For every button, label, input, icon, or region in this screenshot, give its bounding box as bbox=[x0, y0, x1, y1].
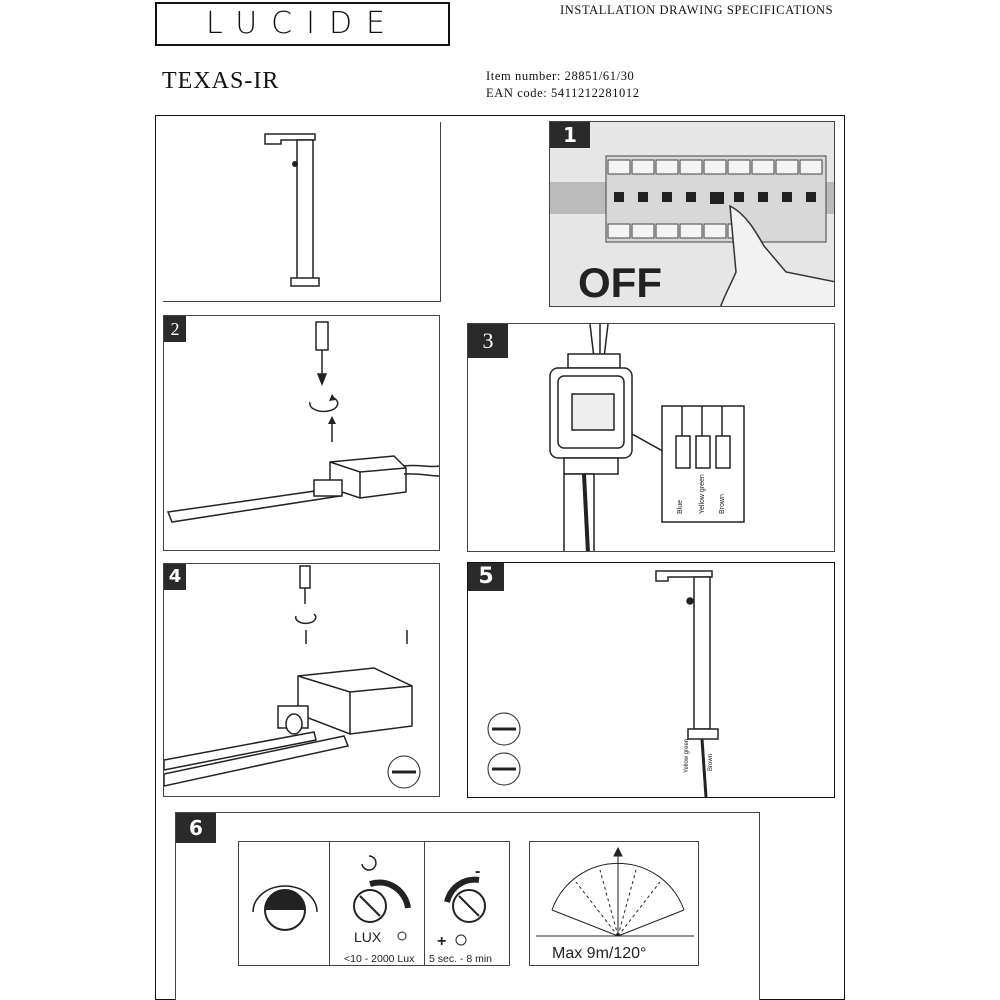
product-overview-panel bbox=[163, 122, 441, 302]
time-range: 5 sec. - 8 min bbox=[429, 953, 492, 965]
junction-box-icon bbox=[297, 667, 413, 735]
screwdriver-icon bbox=[299, 565, 311, 604]
timer-dial-icon bbox=[444, 876, 480, 903]
step-6-badge: 6 bbox=[176, 813, 216, 843]
wire-label-yellow-green: Yellow green bbox=[684, 739, 690, 773]
plus-label: + bbox=[437, 933, 446, 950]
step-4-panel: 4 bbox=[163, 563, 440, 797]
step-5-badge: 5 bbox=[468, 563, 504, 591]
spec-title: INSTALLATION DRAWING SPECIFICATIONS bbox=[560, 3, 834, 17]
rotate-arrow-icon bbox=[309, 397, 339, 413]
step-5-panel: 5 Yellow green Brown bbox=[467, 562, 835, 798]
wire-label-brown: Brown bbox=[719, 494, 726, 514]
step-3-badge: 3 bbox=[468, 324, 508, 358]
detection-cell: Max 9m/120° bbox=[529, 841, 699, 966]
step-2-badge: 2 bbox=[164, 316, 186, 342]
moon-icon bbox=[361, 855, 377, 871]
settings-group: LUX <10 - 2000 Lux - + 5 sec. - 8 min bbox=[238, 841, 510, 966]
step-3-panel: 3 Blue Yellow green Brown bbox=[467, 323, 835, 552]
lux-cell: LUX <10 - 2000 Lux bbox=[330, 842, 425, 965]
time-cell: - + 5 sec. - 8 min bbox=[425, 842, 509, 965]
ean-code: EAN code: 5411212281012 bbox=[486, 86, 640, 100]
junction-box-icon bbox=[166, 455, 439, 523]
detection-range: Max 9m/120° bbox=[552, 945, 646, 962]
lamp-post-icon bbox=[264, 133, 320, 287]
model-name: TEXAS-IR bbox=[162, 68, 280, 94]
lamp-post-icon bbox=[655, 570, 719, 797]
clock-icon bbox=[455, 934, 467, 946]
screwdriver-icon bbox=[315, 321, 329, 387]
lux-range: <10 - 2000 Lux bbox=[344, 953, 415, 965]
step-1-panel: 1 OFF bbox=[549, 121, 835, 307]
minus-label: - bbox=[475, 863, 480, 880]
lux-dial-icon bbox=[369, 879, 411, 909]
step-6-panel: 6 LUX <10 - 2000 Lux - bbox=[175, 812, 760, 1000]
circuit-breaker-icon: OFF bbox=[550, 155, 834, 306]
item-number: Item number: 28851/61/30 bbox=[486, 69, 635, 83]
wire-label-blue: Blue bbox=[677, 500, 684, 514]
step-1-badge: 1 bbox=[550, 122, 590, 148]
light-head-icon bbox=[252, 885, 318, 931]
sun-icon bbox=[397, 931, 407, 941]
detection-fan-icon: Max 9m/120° bbox=[536, 846, 694, 962]
off-label: OFF bbox=[578, 259, 662, 306]
item-info: Item number: 28851/61/30 EAN code: 54112… bbox=[486, 68, 640, 102]
wire-label-brown: Brown bbox=[708, 754, 714, 771]
terminal-block-icon bbox=[549, 324, 745, 551]
head-rotation-cell bbox=[239, 842, 330, 965]
wire-label-yellow-green: Yellow green bbox=[699, 474, 706, 514]
step-2-panel: 2 bbox=[163, 315, 440, 551]
screwdriver-badge-icon bbox=[387, 755, 421, 789]
brand-logo: LUCIDE bbox=[155, 2, 450, 46]
lux-label: LUX bbox=[354, 929, 382, 945]
logo-text: LUCIDE bbox=[205, 6, 400, 41]
step-4-badge: 4 bbox=[164, 564, 186, 590]
